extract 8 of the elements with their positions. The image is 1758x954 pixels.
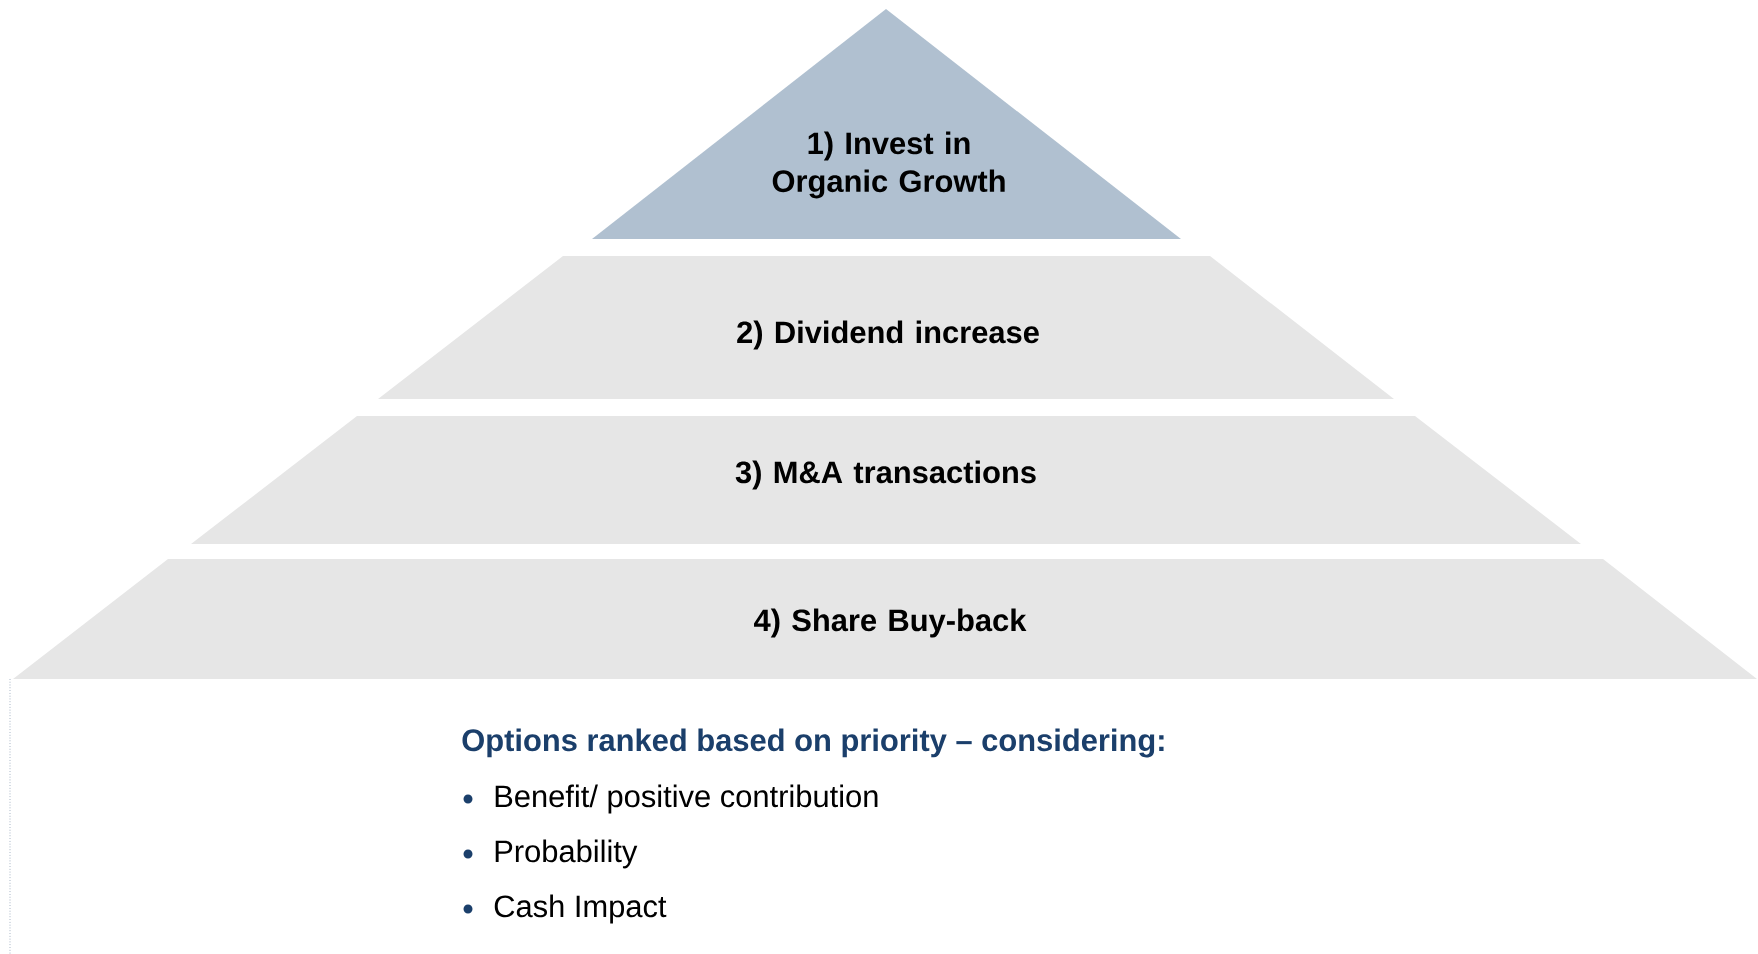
pyramid-tip: 1) Invest in Organic Growth (592, 9, 1181, 239)
pyramid-band: 4) Share Buy-back (13, 559, 1757, 679)
pyramid-band: 2) Dividend increase (378, 256, 1394, 399)
bullet-text: Benefit/ positive contribution (495, 784, 878, 814)
bullet-text: Probability (495, 839, 638, 869)
heading: Options ranked based on priority – considering: (462, 728, 1164, 758)
pyramid-band: 3) M&A transactions (191, 416, 1581, 544)
bullet-text: Cash Impact (494, 894, 667, 924)
